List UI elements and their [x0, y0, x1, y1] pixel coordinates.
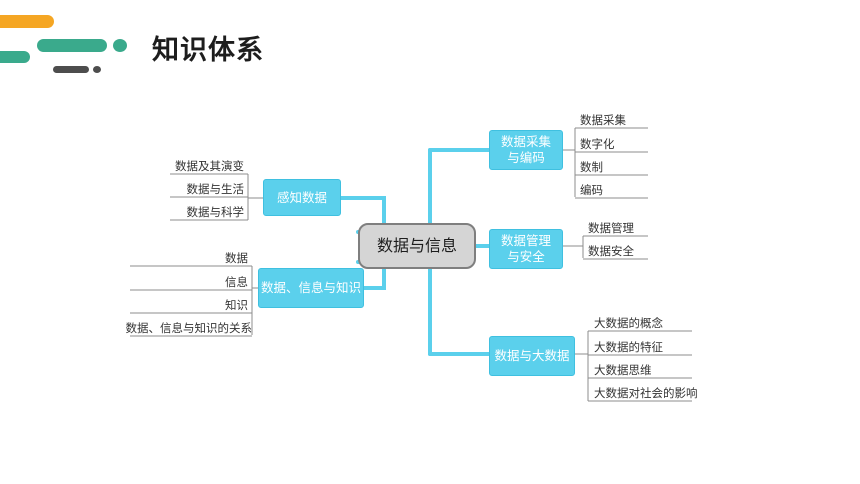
- leaf-digitize: 数字化: [580, 137, 615, 151]
- leaf-data: 数据: [225, 251, 248, 265]
- green-stub-decoration: [0, 51, 30, 63]
- leaf-bigdata-concept: 大数据的概念: [594, 316, 663, 330]
- leaf-bigdata-features: 大数据的特征: [594, 340, 663, 354]
- orange-bar-decoration: [0, 15, 54, 28]
- branch-node-collect-encode[interactable]: 数据采集 与编码: [489, 130, 563, 170]
- branch-node-perceive-data[interactable]: 感知数据: [263, 179, 341, 216]
- green-dot-decoration: [113, 39, 127, 52]
- branch-node-big-data[interactable]: 数据与大数据: [489, 336, 575, 376]
- leaf-data-collect: 数据采集: [580, 113, 626, 127]
- branch-label-line: 数据管理: [500, 233, 551, 248]
- center-node[interactable]: 数据与信息: [358, 223, 476, 269]
- dark-bar-decoration: [53, 66, 89, 73]
- branch-label-line: 与安全: [507, 249, 545, 264]
- branch-label-line: 数据采集: [500, 134, 551, 149]
- leaf-data-security: 数据安全: [588, 244, 634, 258]
- leaf-encode: 编码: [580, 183, 603, 197]
- leaf-info: 信息: [225, 275, 248, 289]
- leaf-relation: 数据、信息与知识的关系: [125, 321, 253, 335]
- leaf-number-system: 数制: [580, 160, 603, 174]
- branch-node-manage-secure[interactable]: 数据管理 与安全: [489, 229, 563, 269]
- branch-label-line: 与编码: [507, 150, 545, 165]
- page-title: 知识体系: [152, 35, 264, 66]
- green-bar-decoration: [37, 39, 107, 52]
- leaf-bigdata-thinking: 大数据思维: [594, 363, 652, 377]
- leaf-knowledge: 知识: [225, 298, 248, 312]
- dark-dot-decoration: [93, 66, 101, 73]
- leaf-data-life: 数据与生活: [186, 182, 245, 196]
- leaf-data-manage: 数据管理: [588, 221, 634, 235]
- leaf-data-evolution: 数据及其演变: [175, 159, 244, 173]
- leaf-data-science: 数据与科学: [186, 205, 245, 219]
- branch-node-data-info-knowledge[interactable]: 数据、信息与知识: [258, 268, 364, 308]
- leaf-bigdata-impact: 大数据对社会的影响: [594, 386, 698, 400]
